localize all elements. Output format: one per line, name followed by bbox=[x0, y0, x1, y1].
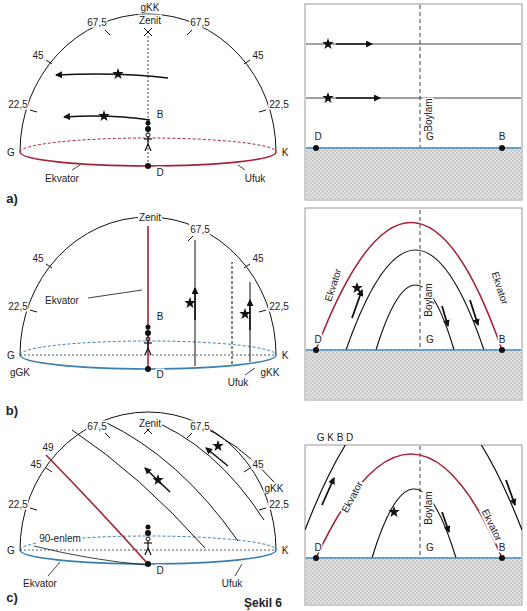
panel-letter: a) bbox=[5, 193, 19, 204]
sky-label: 45 bbox=[251, 459, 264, 470]
sky-label: Ekvator bbox=[22, 578, 58, 589]
sky-label: 22,5 bbox=[268, 499, 289, 510]
figure-caption: Şekil 6 bbox=[243, 598, 283, 609]
sky-label: B bbox=[498, 334, 507, 345]
sky-label: 45 bbox=[251, 253, 264, 264]
sky-label: Ufuk bbox=[221, 578, 244, 589]
sky-label: Boylam bbox=[423, 282, 434, 317]
sky-label: B bbox=[156, 311, 165, 322]
sky-label: 67,5 bbox=[86, 17, 107, 28]
sky-label: D bbox=[313, 334, 322, 345]
sky-label: 45 bbox=[31, 253, 44, 264]
sky-label: 22,5 bbox=[7, 301, 28, 312]
sky-label: gGK bbox=[9, 367, 31, 378]
sky-label: G K B D bbox=[316, 432, 355, 443]
sky-label: 49 bbox=[41, 442, 54, 453]
sky-label: Boylam bbox=[423, 97, 434, 132]
sky-label: G bbox=[6, 147, 16, 158]
sky-label: Boylam bbox=[423, 490, 434, 525]
sky-label: gKK bbox=[264, 483, 285, 494]
sky-label: 22,5 bbox=[7, 99, 28, 110]
sky-label: G bbox=[425, 542, 435, 553]
sky-label: G bbox=[425, 334, 435, 345]
sky-label: K bbox=[281, 545, 290, 556]
sky-label: Ekvator bbox=[44, 173, 80, 184]
sky-label: 67,5 bbox=[189, 224, 210, 235]
sky-label: 22,5 bbox=[268, 99, 289, 110]
sky-label: 67,5 bbox=[189, 17, 210, 28]
panel-letter: b) bbox=[5, 405, 19, 416]
sky-label: Ufuk bbox=[244, 173, 267, 184]
sky-label: B bbox=[498, 542, 507, 553]
sky-label: 22,5 bbox=[7, 499, 28, 510]
sky-label: G bbox=[425, 131, 435, 142]
sky-label: D bbox=[155, 565, 164, 576]
sky-label: 45 bbox=[31, 50, 44, 61]
sky-label: Zenit bbox=[138, 418, 162, 429]
sky-label: D bbox=[155, 369, 164, 380]
sky-label: D bbox=[155, 167, 164, 178]
sky-label: 67,5 bbox=[189, 421, 210, 432]
sky-label: Ekvator bbox=[44, 295, 80, 306]
sky-label: D bbox=[313, 542, 322, 553]
sky-label: G bbox=[6, 545, 16, 556]
sky-label: D bbox=[313, 131, 322, 142]
sky-label: G bbox=[6, 350, 16, 361]
sky-label: B bbox=[156, 109, 165, 120]
sky-label: 22,5 bbox=[268, 301, 289, 312]
sky-label: gKK bbox=[140, 2, 161, 13]
sky-label: 45 bbox=[29, 459, 42, 470]
sky-label: 45 bbox=[251, 50, 264, 61]
sky-label: Zenit bbox=[138, 212, 162, 223]
sky-label: 67,5 bbox=[86, 421, 107, 432]
sky-label: K bbox=[281, 147, 290, 158]
sky-label: Ufuk bbox=[227, 377, 250, 388]
sky-label: 90-enlem bbox=[38, 533, 82, 544]
sky-label: gKK bbox=[260, 367, 281, 378]
panel-letter: c) bbox=[5, 592, 19, 603]
sky-label: B bbox=[498, 131, 507, 142]
sky-label: K bbox=[281, 350, 290, 361]
sky-label: Zenit bbox=[138, 15, 162, 26]
